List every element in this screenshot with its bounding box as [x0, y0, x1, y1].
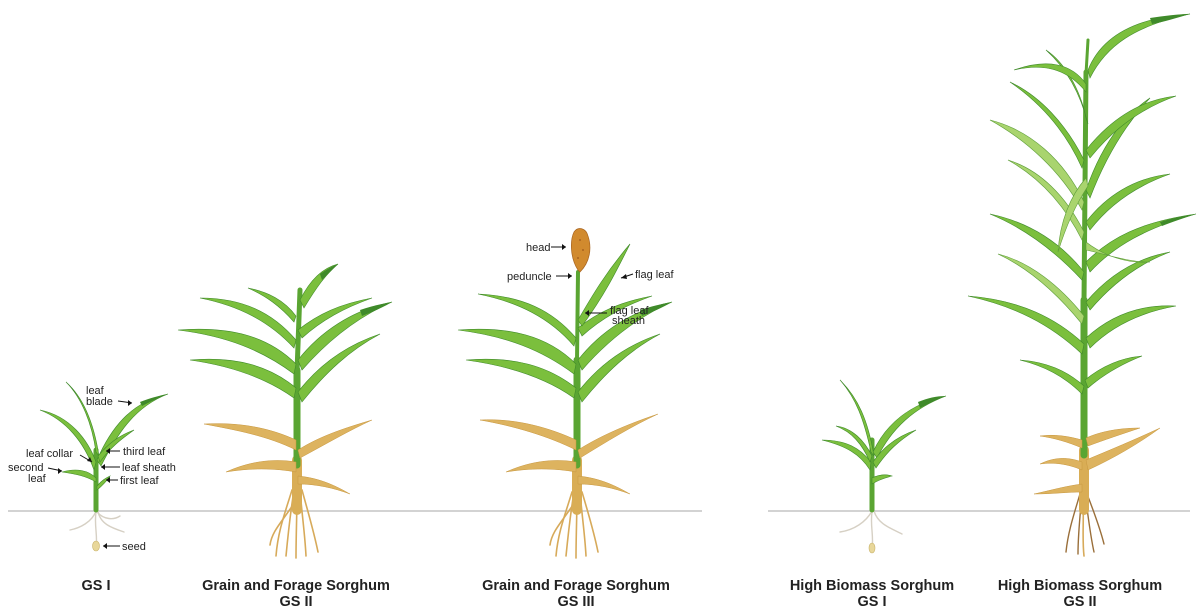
annotations-gf-gs3: head peduncle flag leaf flag leaf sheath: [507, 242, 674, 327]
caption-gf-gs2-line2: GS II: [279, 594, 312, 610]
caption-gf-gs2-line1: Grain and Forage Sorghum: [202, 578, 390, 594]
label-peduncle: peduncle: [507, 271, 552, 283]
leaves-hb-gs1: [822, 380, 946, 484]
label-head: head: [526, 242, 550, 254]
label-leaf-sheath: leaf sheath: [122, 462, 176, 474]
label-leaf-blade-2: blade: [86, 396, 113, 408]
label-first-leaf: first leaf: [120, 475, 159, 487]
plant-gf-gs2: [178, 264, 392, 558]
seed-shape: [93, 541, 100, 551]
label-leaf-collar: leaf collar: [26, 448, 73, 460]
caption-gs1: GS I: [81, 578, 110, 594]
caption-hb-gs2-line2: GS II: [1063, 594, 1096, 610]
label-flag-leaf: flag leaf: [635, 269, 674, 281]
caption-gf-gs3-line1: Grain and Forage Sorghum: [482, 578, 670, 594]
dead-leaves-hb-gs2: [1034, 428, 1160, 494]
caption-gf-gs3-line2: GS III: [557, 594, 594, 610]
leaves-gf-gs2: [178, 264, 392, 402]
label-second-leaf-2: leaf: [28, 473, 47, 485]
label-flag-leaf-sheath-2: sheath: [612, 315, 645, 327]
label-third-leaf: third leaf: [123, 446, 166, 458]
panicle-head: [571, 229, 590, 272]
caption-hb-gs1-line1: High Biomass Sorghum: [790, 578, 954, 594]
captions: GS I Grain and Forage Sorghum GS II Grai…: [81, 578, 1162, 610]
roots-hb-gs1: [840, 511, 902, 548]
caption-hb-gs1-line2: GS I: [857, 594, 886, 610]
dead-leaves-gf-gs2: [204, 420, 372, 494]
annotations-gs1: leaf blade leaf collar third leaf leaf s…: [8, 385, 176, 553]
plant-hb-gs2: [968, 14, 1196, 556]
label-seed: seed: [122, 541, 146, 553]
plant-hb-gs1: [822, 380, 946, 553]
caption-hb-gs2-line1: High Biomass Sorghum: [998, 578, 1162, 594]
dead-leaves-gf-gs3: [480, 414, 658, 494]
